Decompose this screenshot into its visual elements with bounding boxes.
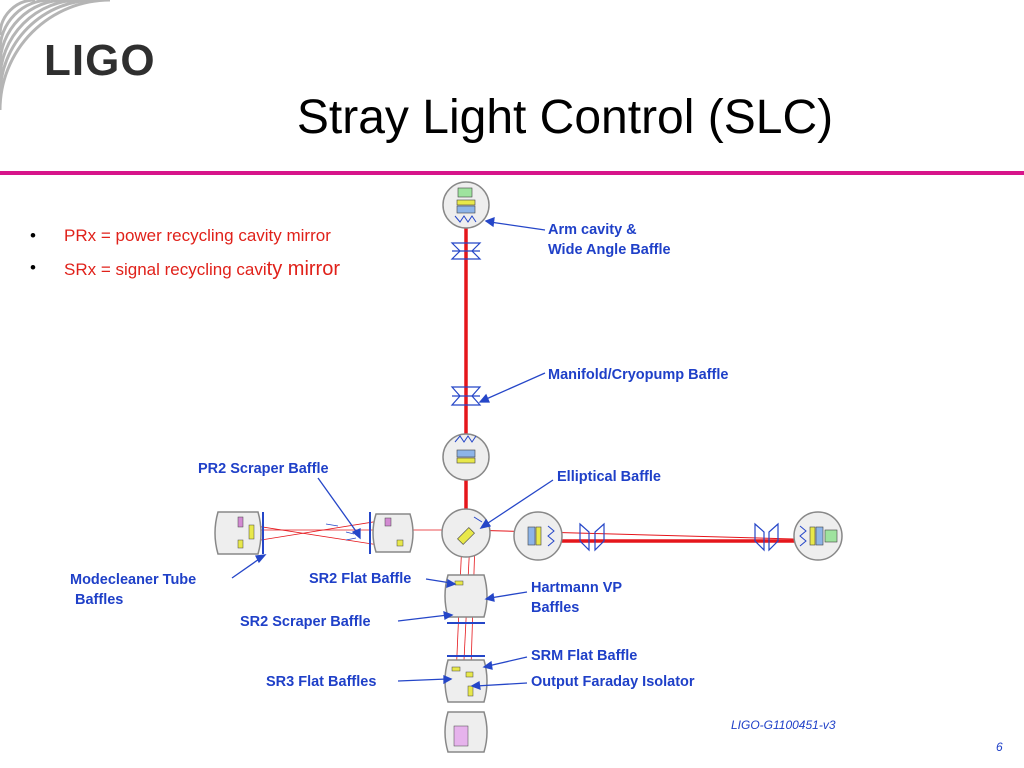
etmx-chamber xyxy=(793,511,843,561)
output-chamber xyxy=(444,711,488,753)
label-srm-flat: SRM Flat Baffle xyxy=(531,648,638,664)
ham3-chamber xyxy=(369,512,414,554)
pr2-scraper-marks xyxy=(325,523,357,541)
label-elliptical-baffle: Elliptical Baffle xyxy=(557,469,661,485)
logo-arcs xyxy=(0,0,111,111)
label-pr2-scraper: PR2 Scraper Baffle xyxy=(198,461,329,477)
pointer-arrows xyxy=(231,217,554,690)
x-arm-baffle-1 xyxy=(579,522,605,552)
etmy-chamber xyxy=(442,181,490,229)
bullet-srx: •SRx = signal recycling cavity mirror xyxy=(30,258,340,280)
label-output-faraday: Output Faraday Isolator xyxy=(531,674,695,690)
label-manifold-baffle: Manifold/Cryopump Baffle xyxy=(548,367,729,383)
label-arm-cavity: Arm cavity &Wide Angle Baffle xyxy=(548,222,671,258)
document-id: LIGO-G1100451-v3 xyxy=(731,718,836,732)
page-number: 6 xyxy=(996,740,1003,754)
page-title: Stray Light Control (SLC) xyxy=(296,91,834,144)
ham5-chamber xyxy=(444,574,488,624)
y-arm-baffle-2 xyxy=(450,386,482,406)
itmy-chamber xyxy=(442,433,490,481)
title-divider xyxy=(0,171,1024,175)
ham6-chamber xyxy=(444,655,488,703)
ligo-logo: LIGO xyxy=(44,36,156,85)
y-arm-baffle-1 xyxy=(450,242,482,260)
label-sr3-flat: SR3 Flat Baffles xyxy=(266,674,377,690)
bullet-list: •PRx = power recycling cavity mirror •SR… xyxy=(30,226,340,290)
label-sr2-flat: SR2 Flat Baffle xyxy=(309,571,412,587)
ham2-chamber xyxy=(214,511,264,555)
beamsplitter-chamber xyxy=(441,508,491,558)
itmx-chamber xyxy=(513,511,563,561)
label-sr2-scraper: SR2 Scraper Baffle xyxy=(240,614,371,630)
bullet-prx: •PRx = power recycling cavity mirror xyxy=(30,226,331,245)
x-arm-baffle-2 xyxy=(754,522,779,552)
